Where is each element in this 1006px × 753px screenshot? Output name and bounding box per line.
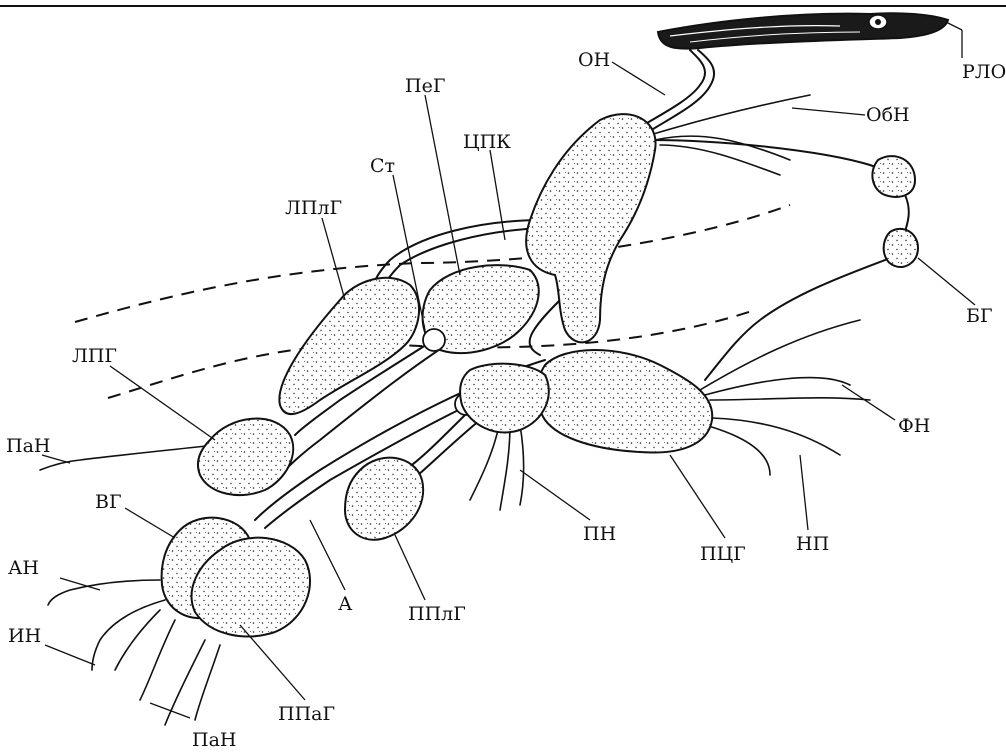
statocyst bbox=[423, 329, 445, 351]
label-rlo: РЛО bbox=[962, 61, 1006, 83]
label-fn: ФН bbox=[898, 415, 930, 437]
rhinophore-organ bbox=[658, 13, 948, 48]
label-in: ИН bbox=[8, 625, 41, 647]
label-a: А bbox=[338, 593, 353, 615]
label-pan-top: ПаН bbox=[6, 435, 50, 457]
label-an: АН bbox=[8, 557, 39, 579]
ganglia bbox=[162, 114, 918, 636]
label-st: Ст bbox=[370, 155, 395, 177]
label-ppag: ППаГ bbox=[278, 703, 335, 725]
label-bg: БГ bbox=[966, 305, 993, 327]
label-pn: ПН bbox=[583, 523, 616, 545]
label-tspk: ЦПК bbox=[463, 131, 511, 153]
label-lplg: ЛПлГ bbox=[285, 197, 342, 219]
label-ptsg: ПЦГ bbox=[700, 543, 746, 565]
label-vg: ВГ bbox=[95, 491, 122, 513]
label-pplg: ППлГ bbox=[408, 603, 466, 625]
label-on: ОН bbox=[578, 49, 610, 71]
label-peg: ПеГ bbox=[405, 75, 445, 97]
label-np: НП bbox=[796, 533, 829, 555]
label-obn: ОбН bbox=[866, 104, 910, 126]
label-pan-bottom: ПаН bbox=[192, 729, 236, 751]
label-lpg: ЛПГ bbox=[72, 345, 117, 367]
